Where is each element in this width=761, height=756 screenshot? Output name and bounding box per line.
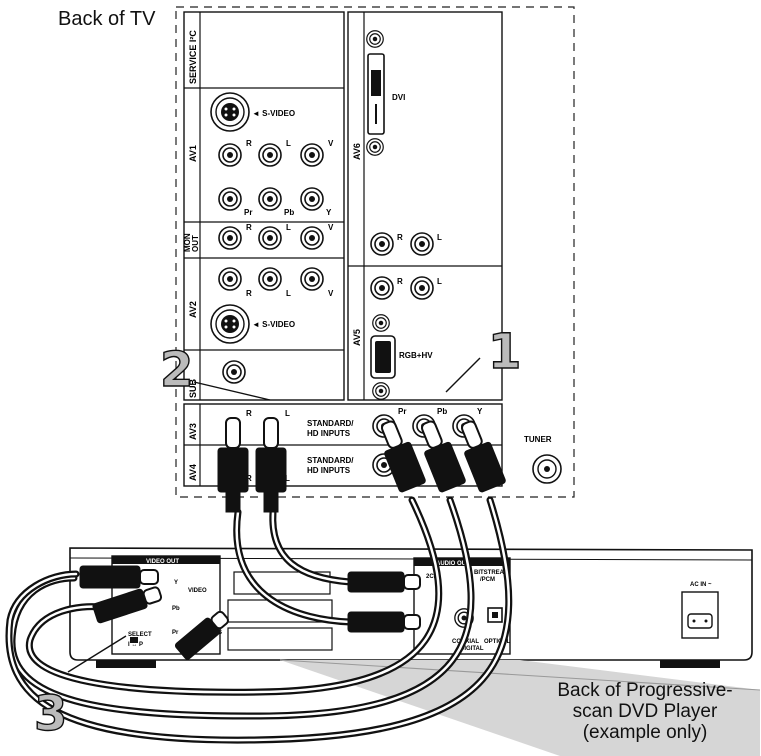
av1-v-label: V [328, 139, 334, 148]
av1-pb-label: Pb [284, 208, 294, 217]
av6-r-label: R [397, 233, 403, 242]
sub-jack [223, 361, 245, 383]
mon-l-label: L [286, 223, 291, 232]
av4-standard-label: STANDARD/ [307, 456, 354, 465]
dvd-caption-line2: scan DVD Player [535, 701, 755, 722]
label-av5: AV5 [352, 329, 362, 346]
av5-r-label: R [397, 277, 403, 286]
av3-pr-label: Pr [398, 407, 406, 416]
av2-s-video-label: ◄ S-VIDEO [252, 320, 295, 329]
av3-y-label: Y [477, 407, 483, 416]
av1-l-label: L [286, 139, 291, 148]
av2-v-label: V [328, 289, 334, 298]
av5-r-jack [371, 277, 393, 299]
step-2-label: 2 [160, 342, 193, 398]
av5-l-label: L [437, 277, 442, 286]
pcm-label: /PCM [480, 577, 495, 583]
av2-l-label: L [286, 289, 291, 298]
av3-l-label: L [285, 409, 290, 418]
av3-standard-label: STANDARD/ [307, 419, 354, 428]
dvd-y-label: Y [174, 580, 178, 586]
mon-l-jack [259, 227, 281, 249]
av1-y-jack [301, 188, 323, 210]
dvd-pr-label: Pr [172, 630, 179, 636]
av3-hd-label: HD INPUTS [307, 429, 351, 438]
av3-r-label: R [246, 409, 252, 418]
av1-y-label: Y [326, 208, 332, 217]
label-av1: AV1 [188, 145, 198, 162]
tuner-label: TUNER [524, 435, 552, 444]
av3-pb-label: Pb [437, 407, 447, 416]
av6-r-jack [371, 233, 393, 255]
dvd-caption-line3: (example only) [535, 722, 755, 743]
dvi-label: DVI [392, 93, 405, 102]
mon-v-label: V [328, 223, 334, 232]
label-av4: AV4 [188, 464, 198, 481]
video-out-label: VIDEO OUT [146, 559, 179, 565]
vga-screw-bottom [373, 383, 390, 400]
vga-screw-top [373, 315, 390, 332]
av2-v-jack [301, 268, 323, 290]
label-out: OUT [191, 235, 200, 252]
av6-l-jack [411, 233, 433, 255]
dvi-screw-bottom [367, 139, 384, 156]
av1-r-jack [219, 144, 241, 166]
av1-s-video-jack [211, 93, 249, 131]
mon-r-jack [219, 227, 241, 249]
av1-l-jack [259, 144, 281, 166]
dvd-back-caption: Back of Progressive- scan DVD Player (ex… [535, 680, 755, 743]
label-av6: AV6 [352, 143, 362, 160]
av2-r-label: R [246, 289, 252, 298]
rgb-hv-label: RGB+HV [399, 351, 433, 360]
dvd-pb-label: Pb [172, 606, 180, 612]
ac-in-label: AC IN ~ [690, 582, 712, 588]
av4-hd-label: HD INPUTS [307, 466, 351, 475]
av1-pr-jack [219, 188, 241, 210]
label-av2: AV2 [188, 301, 198, 318]
step-1-label: 1 [488, 324, 521, 380]
label-service: SERVICE I²C [188, 30, 198, 84]
av2-s-video-jack [211, 305, 249, 343]
mon-v-jack [301, 227, 323, 249]
dvd-caption-line1: Back of Progressive- [535, 680, 755, 701]
video-label: VIDEO [188, 588, 207, 594]
dvi-screw-top [367, 31, 384, 48]
av5-l-jack [411, 277, 433, 299]
av1-pr-label: Pr [244, 208, 252, 217]
av2-r-jack [219, 268, 241, 290]
step-3-label: 3 [34, 686, 67, 742]
av2-l-jack [259, 268, 281, 290]
mon-r-label: R [246, 223, 252, 232]
av6-l-label: L [437, 233, 442, 242]
label-av3: AV3 [188, 423, 198, 440]
tuner-connector: TUNER [524, 435, 561, 483]
av1-pb-jack [259, 188, 281, 210]
av1-s-video-label: ◄ S-VIDEO [252, 109, 295, 118]
av1-r-label: R [246, 139, 252, 148]
av1-v-jack [301, 144, 323, 166]
